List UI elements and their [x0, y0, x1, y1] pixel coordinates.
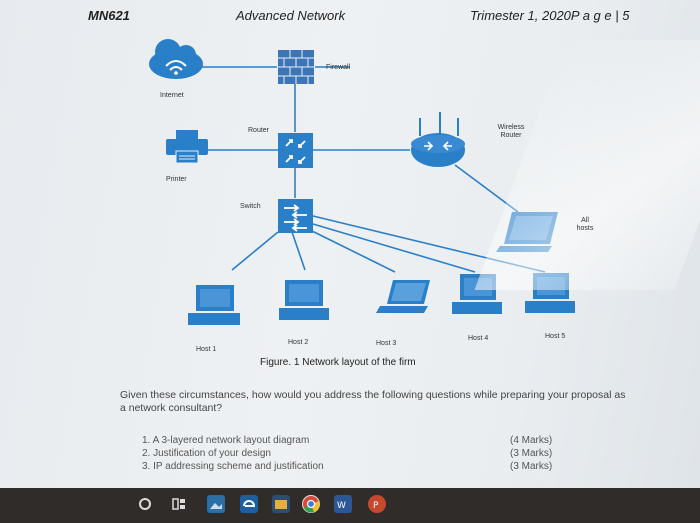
task-item: 3. IP addressing scheme and justificatio…: [142, 461, 324, 472]
svg-text:W: W: [337, 501, 346, 511]
host3-label: Host 3: [376, 340, 397, 347]
task-item: 1. A 3-layered network layout diagram: [142, 435, 310, 446]
figure-caption: Figure. 1 Network layout of the firm: [260, 357, 416, 368]
document-page: MN621 Advanced Network Trimester 1, 2020…: [0, 0, 700, 488]
marks-list: (4 Marks) (3 Marks) (3 Marks): [510, 434, 552, 473]
host2-computer-icon: [279, 280, 329, 320]
task-marks: (3 Marks): [510, 448, 553, 459]
host4-label: Host 4: [468, 335, 489, 342]
edge-icon[interactable]: [240, 495, 258, 513]
link-switch-host4: [312, 223, 476, 273]
wireless-router-label: Wireless Router: [497, 124, 525, 139]
search-icon[interactable]: [136, 495, 154, 513]
firewall-icon: [278, 50, 314, 84]
switch-label: Switch: [240, 203, 261, 210]
task-item: 2. Justification of your design: [142, 448, 271, 459]
powerpoint-icon[interactable]: P: [368, 495, 386, 513]
link-switch-host2: [291, 231, 306, 271]
firewall-label: Firewall: [326, 64, 351, 71]
link-switch-host1: [231, 231, 279, 271]
task-marks: (4 Marks): [510, 435, 553, 446]
internet-label: Internet: [160, 92, 184, 99]
svg-text:P: P: [373, 501, 379, 511]
question-paragraph: Given these circumstances, how would you…: [120, 389, 626, 414]
task-list: 1. A 3-layered network layout diagram 2.…: [142, 434, 324, 473]
chrome-icon[interactable]: [302, 495, 320, 513]
link-switch-host3: [309, 229, 396, 273]
host2-label: Host 2: [288, 339, 309, 346]
router-icon: [278, 133, 313, 168]
host3-laptop-icon: [376, 280, 430, 313]
network-links: [200, 66, 546, 273]
course-code: MN621: [88, 8, 130, 23]
host1-label: Host 1: [196, 346, 217, 353]
taskbar: W P: [0, 488, 700, 523]
photos-icon[interactable]: [207, 495, 225, 513]
task-marks: (3 Marks): [510, 461, 553, 472]
explorer-icon[interactable]: [272, 495, 290, 513]
word-icon[interactable]: W: [334, 495, 352, 513]
printer-icon: [166, 130, 208, 164]
task-view-icon[interactable]: [170, 495, 188, 513]
host1-computer-icon: [188, 285, 240, 325]
host5-label: Host 5: [545, 333, 566, 340]
printer-label: Printer: [166, 176, 187, 183]
all-hosts-label: All hosts: [576, 217, 594, 232]
page-header-right: Trimester 1, 2020P a g e | 5: [470, 8, 630, 23]
cloud-icon: [149, 39, 203, 79]
document-title: Advanced Network: [236, 8, 346, 23]
wireless-router-icon: [411, 112, 465, 167]
router-label: Router: [248, 127, 270, 134]
switch-icon: [278, 199, 313, 233]
